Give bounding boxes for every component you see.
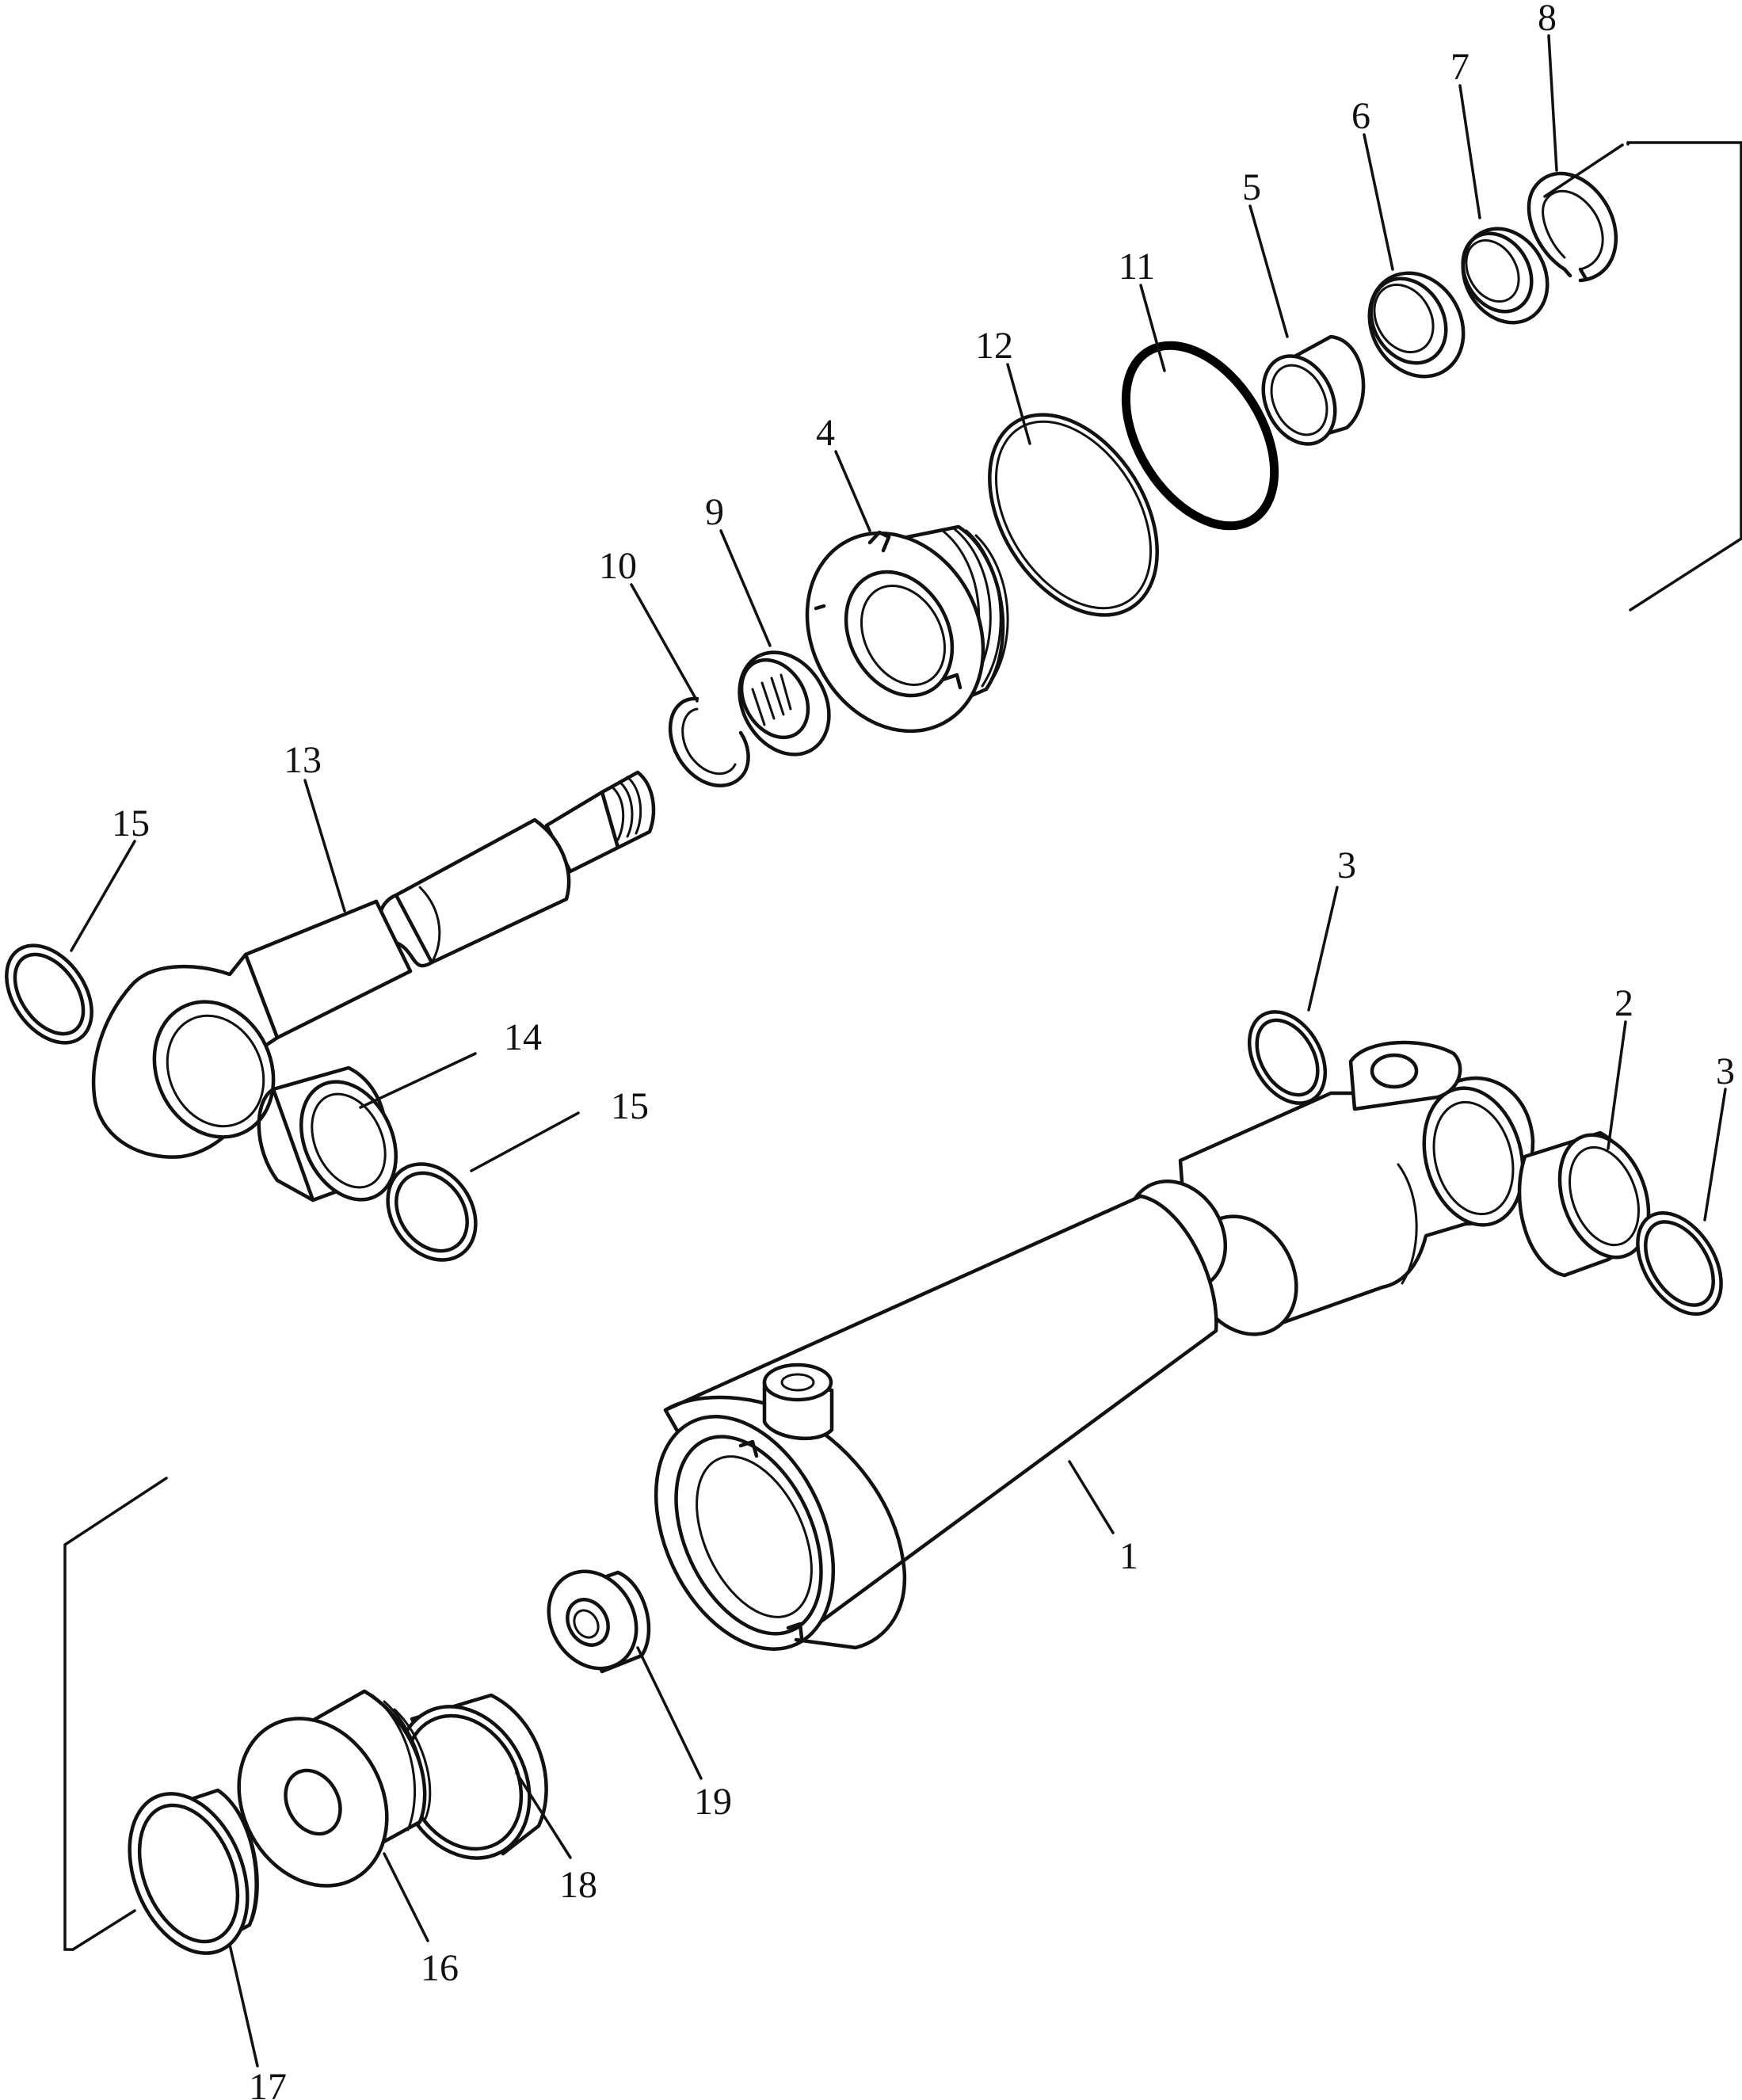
- label-part-2: 2: [1614, 982, 1633, 1024]
- part-8-snap-ring: [1527, 171, 1618, 283]
- part-labels: 8 7 6 5 11 12 4 9 10 13 15 14 15 3 2 3 1…: [112, 0, 1735, 2100]
- label-part-18: 18: [559, 1864, 597, 1906]
- label-part-13: 13: [284, 739, 322, 781]
- part-19-nut: [547, 1569, 651, 1674]
- part-12-backup-ring: [988, 413, 1159, 617]
- part-9-nut-ring: [738, 650, 831, 757]
- label-part-19: 19: [694, 1781, 732, 1823]
- label-part-3-right: 3: [1716, 1050, 1735, 1092]
- part-5-bushing: [1261, 334, 1366, 446]
- label-part-15-upper: 15: [112, 802, 150, 844]
- part-13-piston-rod: [91, 770, 656, 1159]
- label-part-3-upper: 3: [1337, 844, 1356, 886]
- part-11-o-ring: [1121, 341, 1279, 531]
- part-15-seal-upper: [5, 943, 93, 1045]
- part-7-dust-seal: [1461, 227, 1550, 325]
- label-part-7: 7: [1450, 46, 1469, 88]
- label-part-5: 5: [1242, 166, 1261, 208]
- leader-lines: [70, 34, 1727, 2068]
- label-part-6: 6: [1351, 95, 1370, 137]
- label-part-15-lower: 15: [611, 1085, 649, 1127]
- label-part-16: 16: [421, 1947, 459, 1989]
- part-10-snap-ring: [669, 696, 750, 787]
- part-3-seal-upper: [1247, 1010, 1328, 1105]
- label-part-12: 12: [975, 325, 1013, 367]
- bracket-lower: [63, 1477, 168, 1951]
- part-16-piston: [237, 1689, 432, 1888]
- part-14-bushing: [257, 1065, 398, 1202]
- label-part-4: 4: [816, 412, 835, 454]
- label-part-11: 11: [1119, 246, 1155, 288]
- label-part-8: 8: [1538, 0, 1557, 39]
- bracket-upper: [1543, 141, 1742, 612]
- part-1-cylinder-tube: [654, 1040, 1535, 1651]
- label-part-17: 17: [249, 2066, 287, 2100]
- label-part-14: 14: [504, 1016, 542, 1058]
- part-15-seal-lower: [386, 1162, 478, 1262]
- part-2-bushing: [1517, 1130, 1651, 1278]
- part-6-rod-seal: [1367, 271, 1466, 379]
- label-part-9: 9: [705, 491, 724, 533]
- part-17-seal-ring: [128, 1788, 259, 1955]
- part-3-seal-right: [1636, 1210, 1723, 1317]
- label-part-10: 10: [599, 545, 637, 587]
- label-part-1: 1: [1119, 1535, 1138, 1577]
- part-18-wear-ring: [395, 1693, 548, 1860]
- part-4-cylinder-head: [805, 524, 1009, 734]
